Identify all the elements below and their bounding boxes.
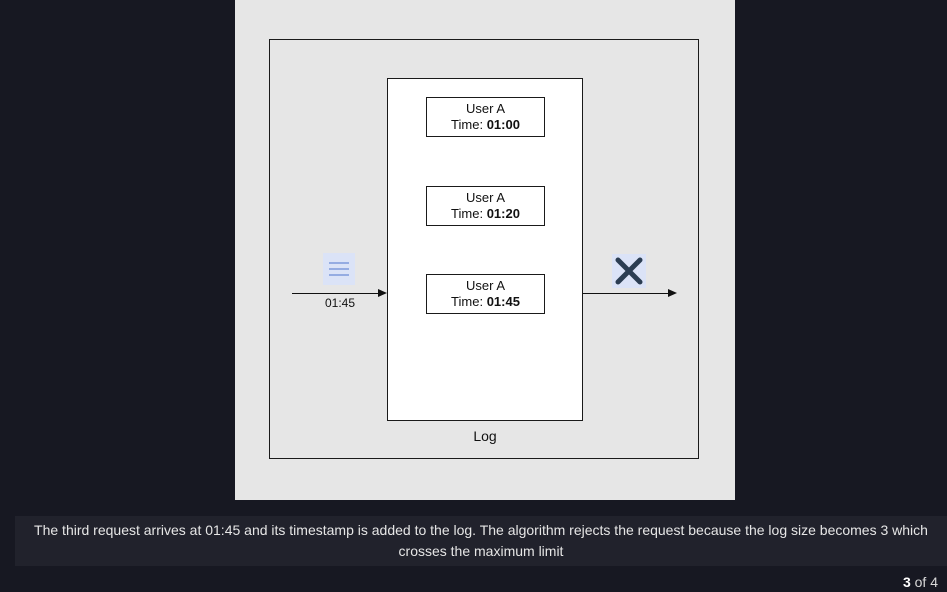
log-entry-user: User A [465,101,505,116]
incoming-arrow-line [292,293,378,294]
incoming-arrow-head [378,289,387,297]
log-entry-time-label: Time: [451,294,487,309]
page-separator: of [910,574,931,590]
diagram-frame [269,39,699,459]
log-entry-user: User A [465,190,505,205]
outgoing-arrow-line [583,293,668,294]
log-entry: User A Time: 01:45 [426,274,545,314]
request-time: 01:45 [324,296,356,310]
log-entry-time-label: Time: [451,117,487,132]
slide-panel: User A Time: 01:00 User A Time: 01:20 Us… [235,0,735,500]
log-entry-time-label: Time: [451,206,487,221]
reject-x-icon [612,254,646,288]
log-entry-time-row: Time: 01:20 [427,206,544,222]
log-entry-time-row: Time: 01:45 [427,294,544,310]
log-entry-user: User A [465,278,505,293]
outgoing-arrow-head [668,289,677,297]
page-current: 3 [902,574,911,590]
slide-caption: The third request arrives at 01:45 and i… [15,516,947,566]
page-indicator: 3 of 4 [903,574,938,590]
log-entry-time: 01:20 [486,206,520,221]
log-label: Log [473,428,497,444]
message-lines-icon [323,253,355,285]
page-total: 4 [930,574,938,590]
log-entry: User A Time: 01:00 [426,97,545,137]
log-entry-time: 01:00 [486,117,520,132]
log-entry-time: 01:45 [486,294,520,309]
log-entry-time-row: Time: 01:00 [427,117,544,133]
log-entry: User A Time: 01:20 [426,186,545,226]
